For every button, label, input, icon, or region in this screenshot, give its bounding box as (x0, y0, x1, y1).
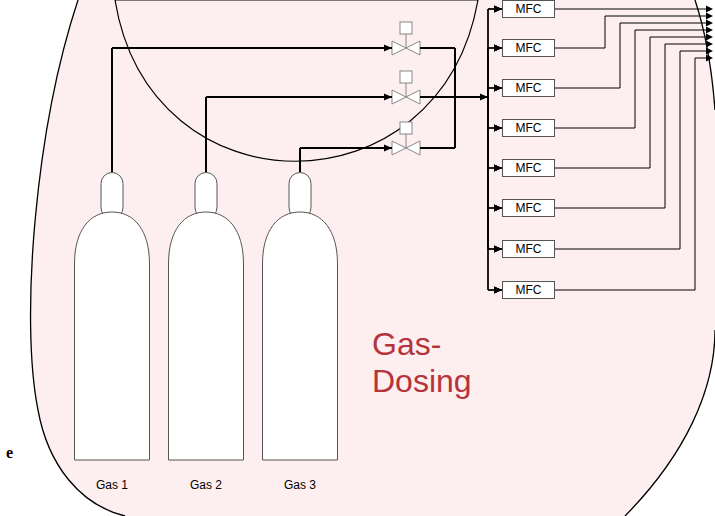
output-arrowheads (706, 6, 713, 62)
cylinder-shape (74, 172, 150, 464)
mfc-box: MFC (502, 39, 555, 57)
valve-actuator (400, 122, 412, 134)
arrowhead (706, 13, 713, 20)
arrowhead (706, 27, 713, 34)
valve-actuator (400, 71, 412, 83)
valve-actuator (400, 22, 412, 34)
valve-stem (406, 34, 407, 48)
gas-cylinder: Gas 1 (74, 172, 150, 492)
valve-stem (406, 134, 407, 148)
gas-line (112, 48, 502, 172)
cylinder-label: Gas 1 (96, 478, 128, 492)
cut-text: e (6, 444, 13, 461)
output-line (555, 44, 706, 208)
mfc-label: MFC (516, 2, 542, 16)
region-title-holder: Gas-Dosing (372, 326, 504, 400)
arrowhead (706, 41, 713, 48)
cylinder-body (169, 212, 244, 460)
gas-line (300, 48, 502, 172)
mfc-box: MFC (502, 199, 555, 217)
mfc-label: MFC (516, 242, 542, 256)
mfc-label: MFC (516, 161, 542, 175)
gas-line (206, 88, 502, 172)
gas-line (206, 97, 502, 249)
region-fill (31, 0, 715, 516)
mfc-box: MFC (502, 119, 555, 137)
arrowhead (706, 48, 713, 55)
mfc-label: MFC (516, 201, 542, 215)
cut-label-holder: e (6, 444, 13, 462)
upper-region (115, 0, 478, 161)
arrowhead (706, 20, 713, 27)
region-border (31, 0, 715, 516)
output-line (555, 58, 706, 290)
arrowheads (384, 45, 488, 152)
gas-line (300, 97, 502, 172)
arrowhead (706, 34, 713, 41)
region-title: Gas-Dosing (372, 326, 504, 400)
output-line (555, 37, 706, 168)
gas-line (206, 97, 502, 290)
valves (392, 22, 420, 155)
arrowhead (706, 55, 713, 62)
mfc-label: MFC (516, 121, 542, 135)
gas-cylinder: Gas 3 (262, 172, 338, 492)
gas-line (206, 97, 502, 208)
gas-line (206, 48, 502, 172)
gas-line (300, 97, 502, 172)
mfc-label: MFC (516, 283, 542, 297)
cylinder-body (75, 212, 150, 460)
mfc-box: MFC (502, 159, 555, 177)
arrowhead (706, 6, 713, 13)
valve-stem (406, 83, 407, 97)
cylinder-shape (168, 172, 244, 464)
mfc-label: MFC (516, 41, 542, 55)
mfc-box: MFC (502, 0, 555, 18)
gas-cylinder: Gas 2 (168, 172, 244, 492)
output-line (555, 51, 706, 249)
mfc-box: MFC (502, 281, 555, 299)
cylinder-label: Gas 3 (284, 478, 316, 492)
gas-line (112, 48, 502, 172)
gas-line (300, 97, 502, 249)
mfc-box: MFC (502, 79, 555, 97)
gas-line (112, 48, 502, 172)
output-line (555, 30, 706, 128)
gas-line (206, 97, 502, 172)
mfc-label: MFC (516, 81, 542, 95)
gas-line (206, 97, 502, 172)
gas-line (300, 88, 502, 172)
gas-line (300, 97, 502, 208)
cylinder-label-holder: Gas 3 (252, 475, 348, 493)
cylinder-body (263, 212, 338, 460)
output-line (555, 16, 706, 48)
cylinder-label: Gas 2 (190, 478, 222, 492)
mfc-outputs (555, 9, 706, 290)
gas-line (112, 48, 502, 172)
output-line (555, 9, 706, 10)
cylinder-shape (262, 172, 338, 464)
cylinder-label-holder: Gas 1 (64, 475, 160, 493)
mfc-box: MFC (502, 240, 555, 258)
output-line (555, 23, 706, 88)
cylinder-label-holder: Gas 2 (158, 475, 254, 493)
